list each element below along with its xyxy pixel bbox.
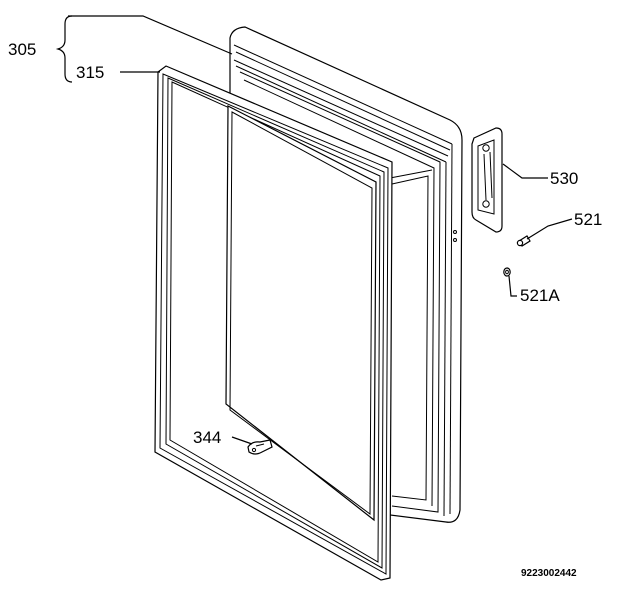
callout-305: 305 [8, 40, 36, 59]
hinge-part [471, 127, 503, 233]
callout-530: 530 [550, 169, 578, 188]
callout-521: 521 [574, 210, 602, 229]
callout-315: 315 [76, 63, 104, 82]
drawing-number: 9223002442 [521, 568, 577, 579]
washer-part [503, 267, 511, 277]
callout-521a: 521A [520, 286, 560, 305]
leader-lines [55, 15, 573, 445]
callout-344: 344 [193, 428, 221, 447]
gasket-frame [154, 65, 393, 581]
screw-part [516, 235, 531, 247]
